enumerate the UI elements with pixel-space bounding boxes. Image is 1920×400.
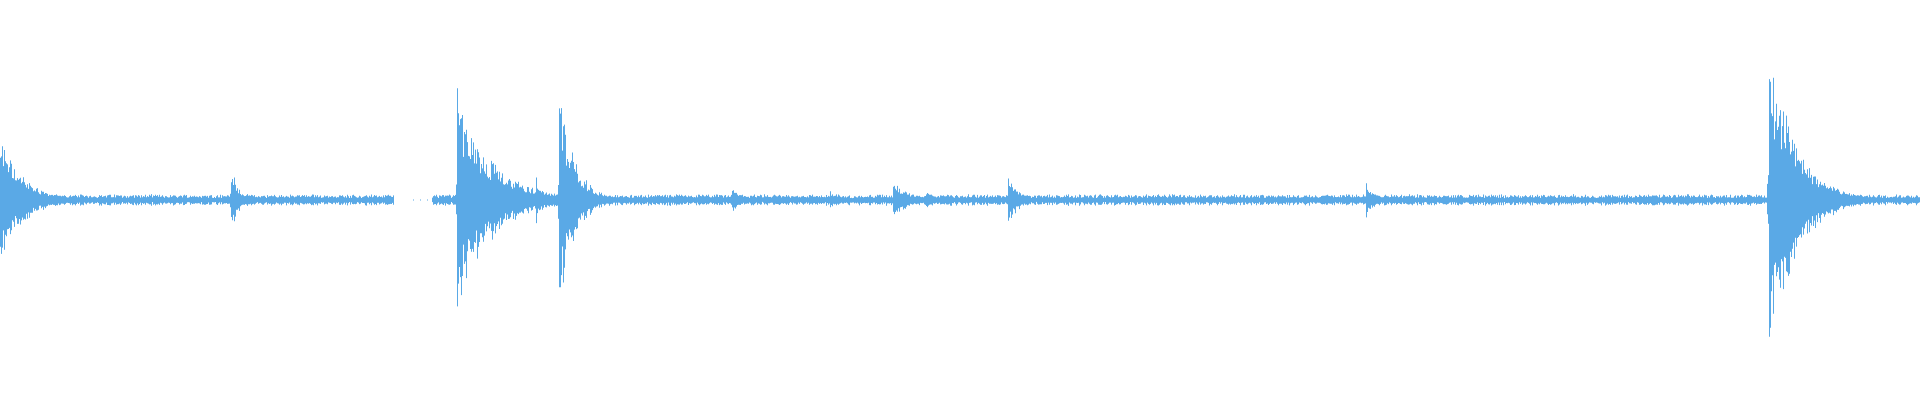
waveform-samples [0, 77, 1920, 337]
waveform-trace [0, 77, 1920, 337]
